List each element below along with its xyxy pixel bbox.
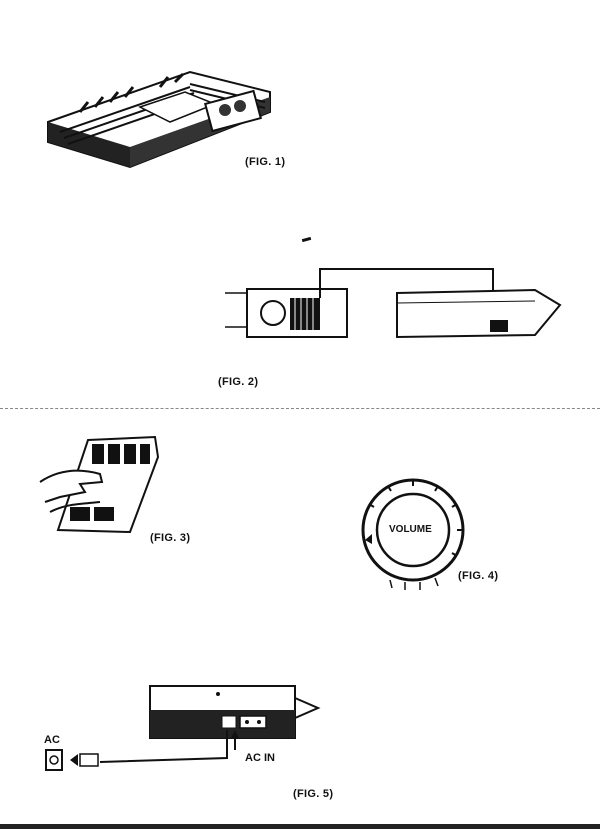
- hand-pressing-control-keys-icon: [39, 435, 160, 534]
- tape-player-with-cassette-icon: [47, 70, 271, 169]
- volume-knob-icon: [361, 478, 465, 590]
- fig1-caption: (FIG. 1): [245, 156, 286, 168]
- ac-power-connection-icon: [45, 685, 321, 771]
- ac-label: AC: [44, 734, 60, 746]
- fig2-caption: (FIG. 2): [218, 376, 259, 388]
- ac-in-label: AC IN: [245, 752, 275, 764]
- bottom-edge: [0, 824, 600, 829]
- fig5-caption: (FIG. 5): [293, 788, 334, 800]
- fig3-caption: (FIG. 3): [150, 532, 191, 544]
- speaker-cable-to-player-icon: [225, 268, 562, 339]
- ink-mark: [301, 236, 312, 243]
- volume-knob-label: VOLUME: [389, 524, 432, 535]
- fig4-caption: (FIG. 4): [458, 570, 499, 582]
- dashed-divider: [0, 408, 600, 409]
